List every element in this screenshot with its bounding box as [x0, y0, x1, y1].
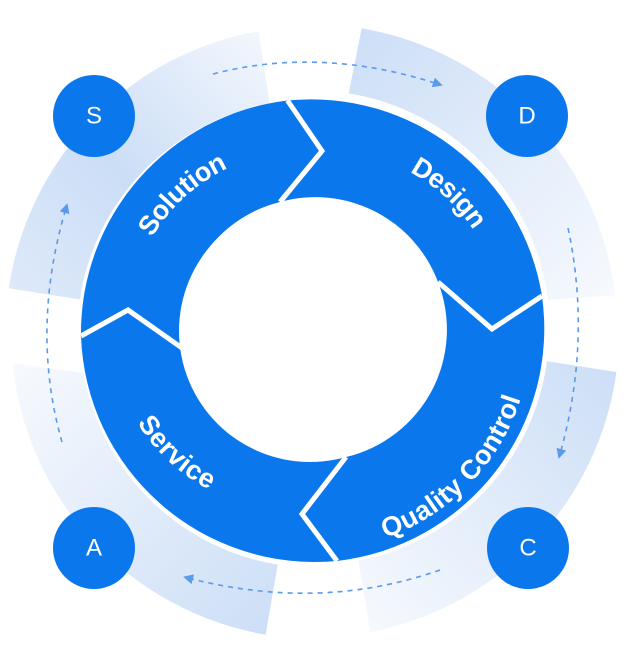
- segment-service: [81, 310, 346, 563]
- divider-service-solution: [79, 307, 184, 351]
- node-s: S: [53, 75, 135, 157]
- node-c: C: [487, 507, 569, 589]
- node-s-circle: [53, 75, 135, 157]
- node-d-circle: [486, 75, 568, 157]
- segment-quality-control: [302, 282, 545, 561]
- node-a-circle: [53, 507, 135, 589]
- arrow-c-to-a: [183, 569, 441, 594]
- halo-band-bottom-right: [358, 361, 617, 632]
- node-d-letter: D: [518, 102, 535, 129]
- node-d: D: [486, 75, 568, 157]
- node-s-letter: S: [86, 102, 102, 129]
- divider-design-quality: [436, 280, 544, 333]
- halo-band-top-left: [8, 31, 270, 300]
- halo-band-top-right: [348, 28, 616, 300]
- process-ring: [79, 99, 545, 563]
- node-c-letter: C: [519, 534, 536, 561]
- node-c-circle: [487, 507, 569, 589]
- arrow-s-to-d: [212, 61, 443, 88]
- divider-quality-service: [298, 455, 348, 563]
- divider-solution-design: [278, 99, 326, 204]
- node-a: A: [53, 507, 135, 589]
- halo-band-bottom-left: [12, 363, 278, 635]
- node-a-letter: A: [86, 534, 102, 561]
- connector-arrows: [46, 61, 580, 594]
- segment-solution: [80, 100, 322, 348]
- ring-center: [179, 200, 441, 462]
- halo-ring: [8, 28, 617, 635]
- arrow-d-to-c: [556, 227, 580, 459]
- segment-design: [280, 99, 542, 329]
